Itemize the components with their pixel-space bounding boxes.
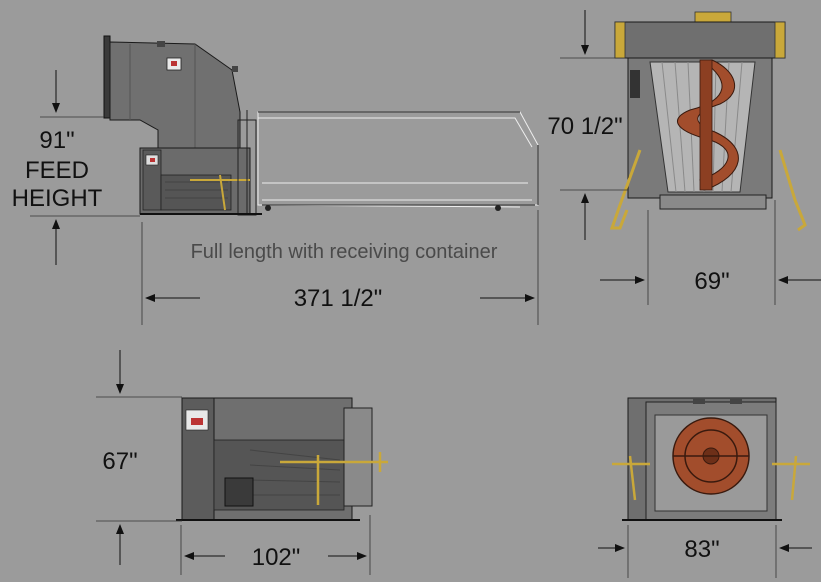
feed-height-label-line1: FEED [25, 157, 89, 184]
full-length-dimension: 371 1/2" [141, 210, 539, 325]
receiving-container [257, 111, 539, 208]
bottom-length-dimension: 102" [180, 515, 371, 575]
front-height-value: 70 1/2" [547, 113, 622, 140]
bottom-height-dimension: 67" [96, 350, 182, 565]
bottom-height-value: 67" [102, 448, 137, 475]
side-view [103, 35, 539, 216]
front-view [609, 11, 807, 232]
front-width-value: 69" [694, 268, 729, 295]
feed-height-label-line2: HEIGHT [12, 185, 103, 212]
rear-view [612, 397, 810, 521]
front-width-dimension: 69" [600, 200, 821, 305]
rear-width-value: 83" [684, 536, 719, 563]
front-height-dimension: 70 1/2" [547, 10, 628, 240]
feed-height-dimension: 91" FEED HEIGHT [12, 70, 140, 265]
full-length-caption: Full length with receiving container [191, 241, 498, 263]
feed-height-value: 91" [39, 127, 74, 154]
rear-width-dimension: 83" [598, 525, 812, 578]
side-view-unit [176, 397, 388, 521]
full-length-value: 371 1/2" [294, 285, 383, 312]
bottom-length-value: 102" [252, 544, 301, 571]
